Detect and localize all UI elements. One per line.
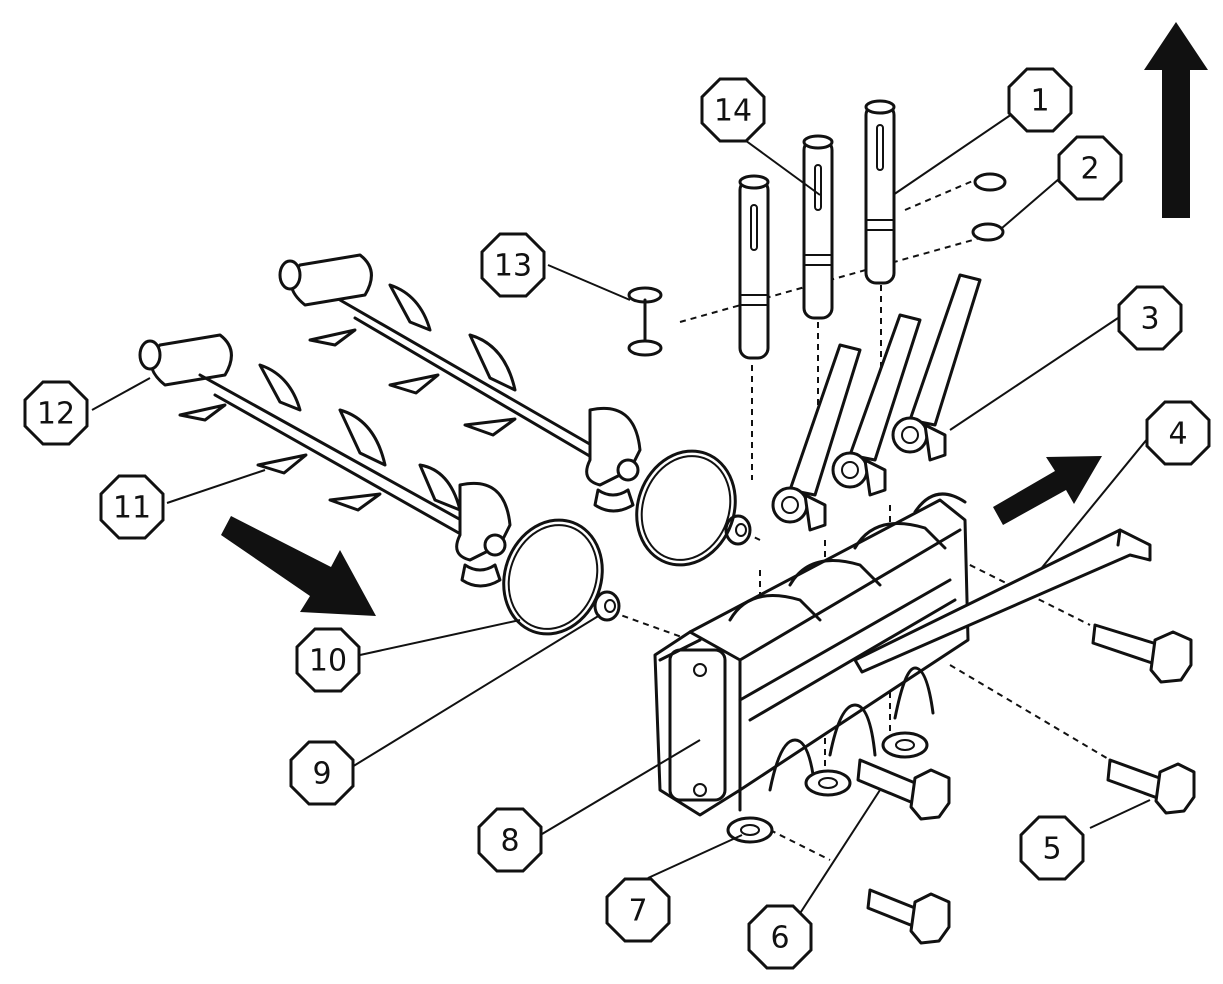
callout-1: 1 (1007, 67, 1073, 133)
callout-13-label: 13 (494, 249, 532, 284)
pin-13 (627, 286, 663, 357)
callout-8: 8 (477, 807, 543, 873)
callout-11: 11 (99, 474, 165, 540)
callout-10: 10 (295, 627, 361, 693)
callout-2-label: 2 (1080, 152, 1099, 187)
bolt-middle (856, 758, 951, 821)
arrow-up (1144, 22, 1208, 218)
callout-5-label: 5 (1042, 832, 1061, 867)
small-o-rings (971, 172, 1007, 242)
callout-12: 12 (23, 380, 89, 446)
callout-3: 3 (1117, 285, 1183, 351)
callout-1-label: 1 (1030, 84, 1049, 119)
bolt-upper-right (1091, 623, 1193, 684)
callout-6-label: 6 (770, 921, 789, 956)
lever-middle (831, 313, 922, 497)
housing-block (653, 492, 970, 817)
hex-key (853, 528, 1152, 674)
callout-13: 13 (480, 232, 546, 298)
arrow-right-down (221, 516, 376, 616)
bolt-bottom (866, 888, 951, 945)
callout-10-label: 10 (309, 644, 347, 679)
washer-6-lower (804, 769, 852, 797)
piston-14 (802, 134, 834, 320)
bushing-9 (593, 590, 621, 622)
callout-9-label: 9 (312, 757, 331, 792)
arrow-right-up (993, 456, 1102, 525)
bolt-lower-right (1106, 758, 1196, 815)
callout-4-label: 4 (1168, 417, 1187, 452)
lever-left (771, 343, 862, 532)
beater-back (278, 253, 642, 513)
o-ring-front (502, 518, 604, 636)
lever-right (891, 273, 982, 462)
callout-12-label: 12 (37, 397, 75, 432)
washer-6-upper (881, 731, 929, 759)
callout-11-label: 11 (113, 491, 151, 526)
callout-7-label: 7 (628, 894, 647, 929)
o-ring-back (635, 449, 737, 567)
callout-4: 4 (1145, 400, 1211, 466)
callout-6: 6 (747, 904, 813, 970)
leader-lines (91, 111, 1151, 919)
callout-5: 5 (1019, 815, 1085, 881)
callout-3-label: 3 (1140, 302, 1159, 337)
callout-7: 7 (605, 877, 671, 943)
piston-left (738, 174, 770, 360)
beater-front (138, 333, 512, 588)
piston-1 (864, 99, 896, 285)
callout-14-label: 14 (714, 94, 752, 129)
callout-14: 14 (700, 77, 766, 143)
callout-2: 2 (1057, 135, 1123, 201)
callout-8-label: 8 (500, 824, 519, 859)
callout-9: 9 (289, 740, 355, 806)
